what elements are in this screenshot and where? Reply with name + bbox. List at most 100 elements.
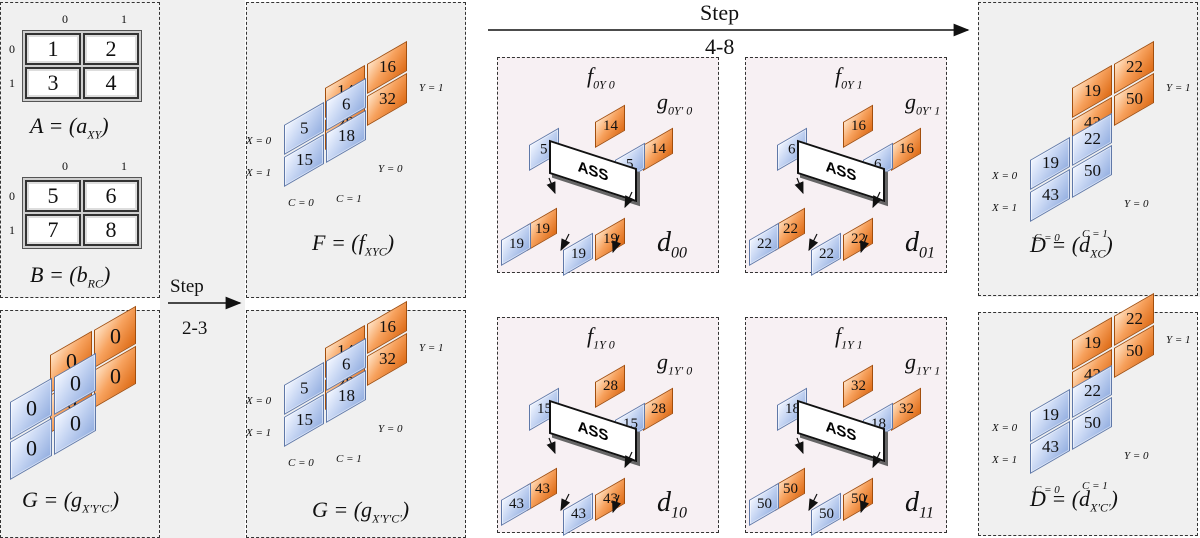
tensor-g-front-cell-2-value: 15 <box>295 410 313 430</box>
ass-panel-2-out-orange-1-value: 43 <box>534 480 550 497</box>
ass-panel-3-g-label-main: g <box>905 349 916 374</box>
tensor-d-label-y0: Y = 0 <box>1124 197 1149 210</box>
tensor-d2-formula-close: ) <box>1110 486 1118 511</box>
tensor-g-back-cell-3-value: 32 <box>378 349 396 369</box>
step48-label: Step <box>700 0 740 25</box>
ass-panel-0-in-blue-1-value: 5 <box>540 140 548 157</box>
matrix-a-col-index-0: 0 <box>62 12 68 26</box>
ass-panel-0-d-label: d00 <box>657 227 687 263</box>
ass-panel-2-f-label-main: f <box>587 323 594 348</box>
tensor-d-label-x1: X = 1 <box>992 202 1018 214</box>
tensor-g-front-cell-1-value: 6 <box>341 354 351 374</box>
ass-panel-1-in-orange-2-value: 16 <box>898 140 914 157</box>
step23-range: 2-3 <box>182 318 208 339</box>
ass-panel-3-d-label: d11 <box>905 487 934 523</box>
tensor-g-back-cell-1-value: 16 <box>378 317 396 337</box>
tensor-d-front-cell-2-value: 43 <box>1041 185 1059 205</box>
matrix-b-row-index-1: 1 <box>9 223 15 237</box>
ass-panel-2-in-orange-2-value: 28 <box>650 400 666 417</box>
ass-panel-2-f-label: f1Y 0 <box>587 323 615 352</box>
ass-panel-3-out-orange-1-value: 50 <box>782 480 798 497</box>
matrix-b-cell-3: 8 <box>83 214 139 246</box>
ass-panel-0-in-orange-1-value: 14 <box>602 117 618 134</box>
tensor-g0-formula-main: G = (g <box>22 487 83 512</box>
ass-panel-1-d-label-subscript: 01 <box>919 244 935 262</box>
tensor-f-label-x1: X = 1 <box>246 167 272 179</box>
tensor-g-front-cell-3-value: 18 <box>337 386 355 406</box>
matrix-a-col-index-1: 1 <box>121 12 127 26</box>
ass-panel-1-in-orange-1-value: 16 <box>850 117 866 134</box>
tensor-g-label-x1: X = 1 <box>246 427 272 439</box>
matrix-a-cell-3: 4 <box>83 67 139 99</box>
ass-panel-2-g-label-subscript: 1Y' 0 <box>668 363 693 378</box>
tensor-d2-formula-main: D = (d <box>1030 486 1091 511</box>
tensor-d-formula-main: D = (d <box>1030 232 1091 257</box>
tensor-f-front-cell-3-value: 18 <box>337 126 355 146</box>
ass-panel-1-g-label-subscript: 0Y' 1 <box>916 103 941 118</box>
ass-panel-1-d-label: d01 <box>905 227 935 263</box>
ass-panel-0-out-orange-2-value: 19 <box>602 230 618 247</box>
ass-panel-2-out-orange-2-value: 43 <box>602 490 618 507</box>
tensor-d-back-cell-3-value: 50 <box>1125 89 1143 109</box>
step48-range: 4-8 <box>705 34 735 59</box>
matrix-b-col-index-0: 0 <box>62 159 68 173</box>
step23-label: Step <box>170 276 204 297</box>
tensor-d-label-c1: C = 1 <box>1082 227 1108 240</box>
tensor-d2-back-cell-0-value: 19 <box>1083 333 1101 353</box>
tensor-g0-front-cell-0-value: 0 <box>25 395 37 421</box>
tensor-g0-formula-subscript: X'Y'C' <box>82 501 112 516</box>
tensor-d2-front-cell-1-value: 22 <box>1083 381 1101 401</box>
ass-panel-3-f-label: f1Y 1 <box>835 323 863 352</box>
tensor-g0-back-cell-1-value: 0 <box>109 323 121 349</box>
ass-panel-3-f-label-subscript: 1Y 1 <box>841 337 863 352</box>
matrix-b-formula-main: B = (b <box>30 262 88 287</box>
matrix-a-cell-0-value: 1 <box>47 36 59 61</box>
matrix-b-cell-3-value: 8 <box>105 217 117 242</box>
tensor-g-label-c0: C = 0 <box>288 457 314 469</box>
tensor-d-front-cell-0-value: 19 <box>1041 153 1059 173</box>
ass-panel-1-d-label-main: d <box>905 227 919 258</box>
ass-panel-1-in-blue-1-value: 6 <box>788 140 796 157</box>
panel-tensor-f <box>246 2 466 298</box>
matrix-a-formula-main: A = (a <box>30 113 88 138</box>
tensor-d2-back-cell-3-value: 50 <box>1125 341 1143 361</box>
tensor-d2-front-cell-2-value: 43 <box>1041 437 1059 457</box>
tensor-f-label-y0: Y = 0 <box>378 162 403 175</box>
ass-panel-3-in-orange-2-value: 32 <box>898 400 914 417</box>
tensor-g0-front-cell-3-value: 0 <box>69 410 81 436</box>
matrix-b-col-index-1: 1 <box>121 159 127 173</box>
ass-panel-0-ass-text: ASS <box>577 157 609 185</box>
tensor-f-formula: F = (fXYC) <box>312 230 394 259</box>
matrix-a-cell-1: 2 <box>83 33 139 65</box>
tensor-d-formula-close: ) <box>1105 232 1113 257</box>
ass-panel-3-in-orange-1-value: 32 <box>850 377 866 394</box>
matrix-a-cell-1-value: 2 <box>105 36 117 61</box>
tensor-d2-label-y1: Y = 1 <box>1166 333 1191 346</box>
ass-panel-1-out-orange-1-value: 22 <box>782 220 798 237</box>
ass-panel-3-out-orange-2-value: 50 <box>850 490 866 507</box>
ass-panel-2-out-blue-2-value: 43 <box>570 505 586 522</box>
ass-panel-2-d-label: d10 <box>657 487 687 523</box>
ass-panel-3-out-blue-1-value: 50 <box>756 495 772 512</box>
ass-panel-0-d-label-main: d <box>657 227 671 258</box>
tensor-f-label-x0: X = 0 <box>246 135 272 147</box>
tensor-f-front-cell-0-value: 5 <box>299 118 309 138</box>
matrix-b-row-index-0: 0 <box>9 189 15 203</box>
tensor-g0-front-cell-1-value: 0 <box>69 370 81 396</box>
tensor-g-label-x0: X = 0 <box>246 395 272 407</box>
matrix-b-cell-2-value: 7 <box>47 217 59 242</box>
tensor-g0-back-cell-3-value: 0 <box>109 363 121 389</box>
tensor-d2-formula: D = (dX'C') <box>1030 486 1118 515</box>
ass-panel-0-out-blue-2-value: 19 <box>570 245 586 262</box>
tensor-f-formula-subscript: XYC <box>364 244 387 259</box>
matrix-b-cell-1: 6 <box>83 180 139 212</box>
ass-panel-0-f-label: f0Y 0 <box>587 63 615 92</box>
ass-panel-3-f-label-main: f <box>835 323 842 348</box>
tensor-d-label-c0: C = 0 <box>1034 232 1060 244</box>
matrix-a-formula-subscript: XY <box>87 127 102 142</box>
tensor-d2-front-cell-0-value: 19 <box>1041 405 1059 425</box>
ass-panel-1-g-label-main: g <box>905 89 916 114</box>
ass-panel-0-out-blue-1-value: 19 <box>508 235 524 252</box>
ass-panel-0-g-label-subscript: 0Y' 0 <box>668 103 693 118</box>
ass-panel-2-f-label-subscript: 1Y 0 <box>593 337 615 352</box>
